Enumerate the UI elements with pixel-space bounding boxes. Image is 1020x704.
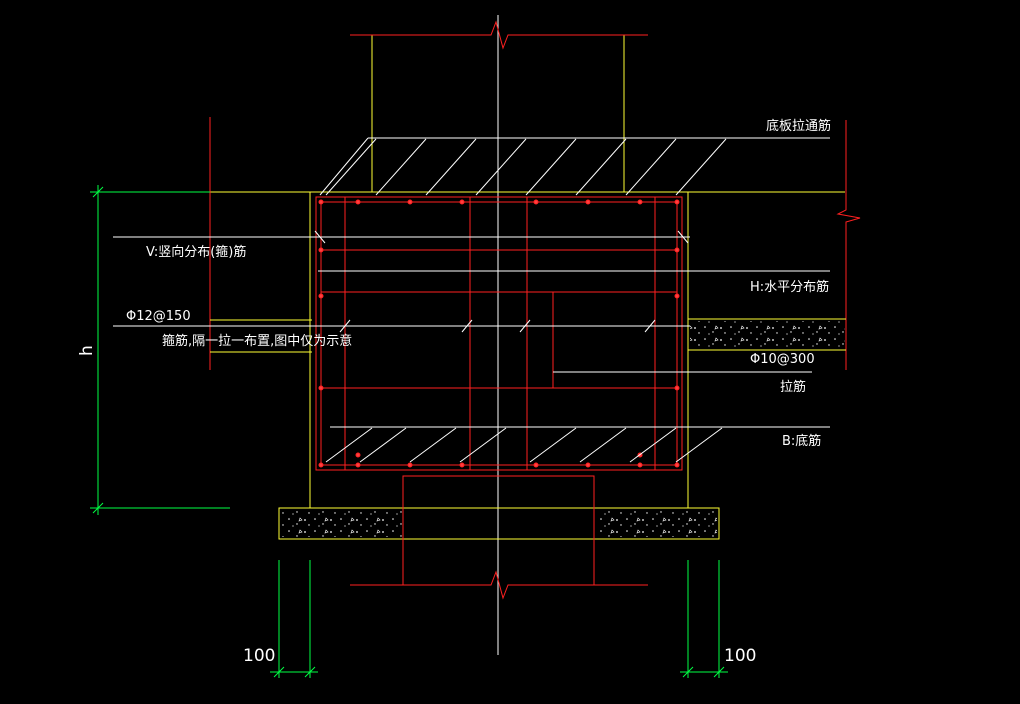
dimension-right-cover: 100 <box>724 646 756 666</box>
cushion-concrete-right <box>596 510 717 537</box>
label-tie-spec: Φ10@300 <box>750 352 815 367</box>
height-dimension <box>90 185 230 515</box>
label-horizontal-dist-bar: H:水平分布筋 <box>750 279 829 295</box>
label-stirrup-note: 箍筋,隔一拉一布置,图中仅为示意 <box>162 333 352 349</box>
rebar-cage <box>315 196 683 471</box>
right-slab-concrete <box>690 321 845 349</box>
right-cover-dimension <box>680 560 728 678</box>
cushion-layer <box>278 507 720 540</box>
label-tie-bar: 拉筋 <box>780 379 806 395</box>
dimension-left-cover: 100 <box>243 646 275 666</box>
left-cover-dimension <box>270 560 318 678</box>
cushion-concrete-left <box>281 510 403 537</box>
label-stirrup-spec: Φ12@150 <box>126 309 191 324</box>
upper-column <box>350 20 648 192</box>
leader-lines <box>113 137 830 463</box>
lower-column <box>350 475 648 600</box>
label-bottom-bar: B:底筋 <box>782 433 821 449</box>
label-top-through-bar: 底板拉通筋 <box>766 118 831 134</box>
rebar-dots <box>318 199 680 468</box>
dimension-height-label: h <box>77 345 97 356</box>
label-vertical-dist-bar: V:竖向分布(箍)筋 <box>146 244 246 260</box>
